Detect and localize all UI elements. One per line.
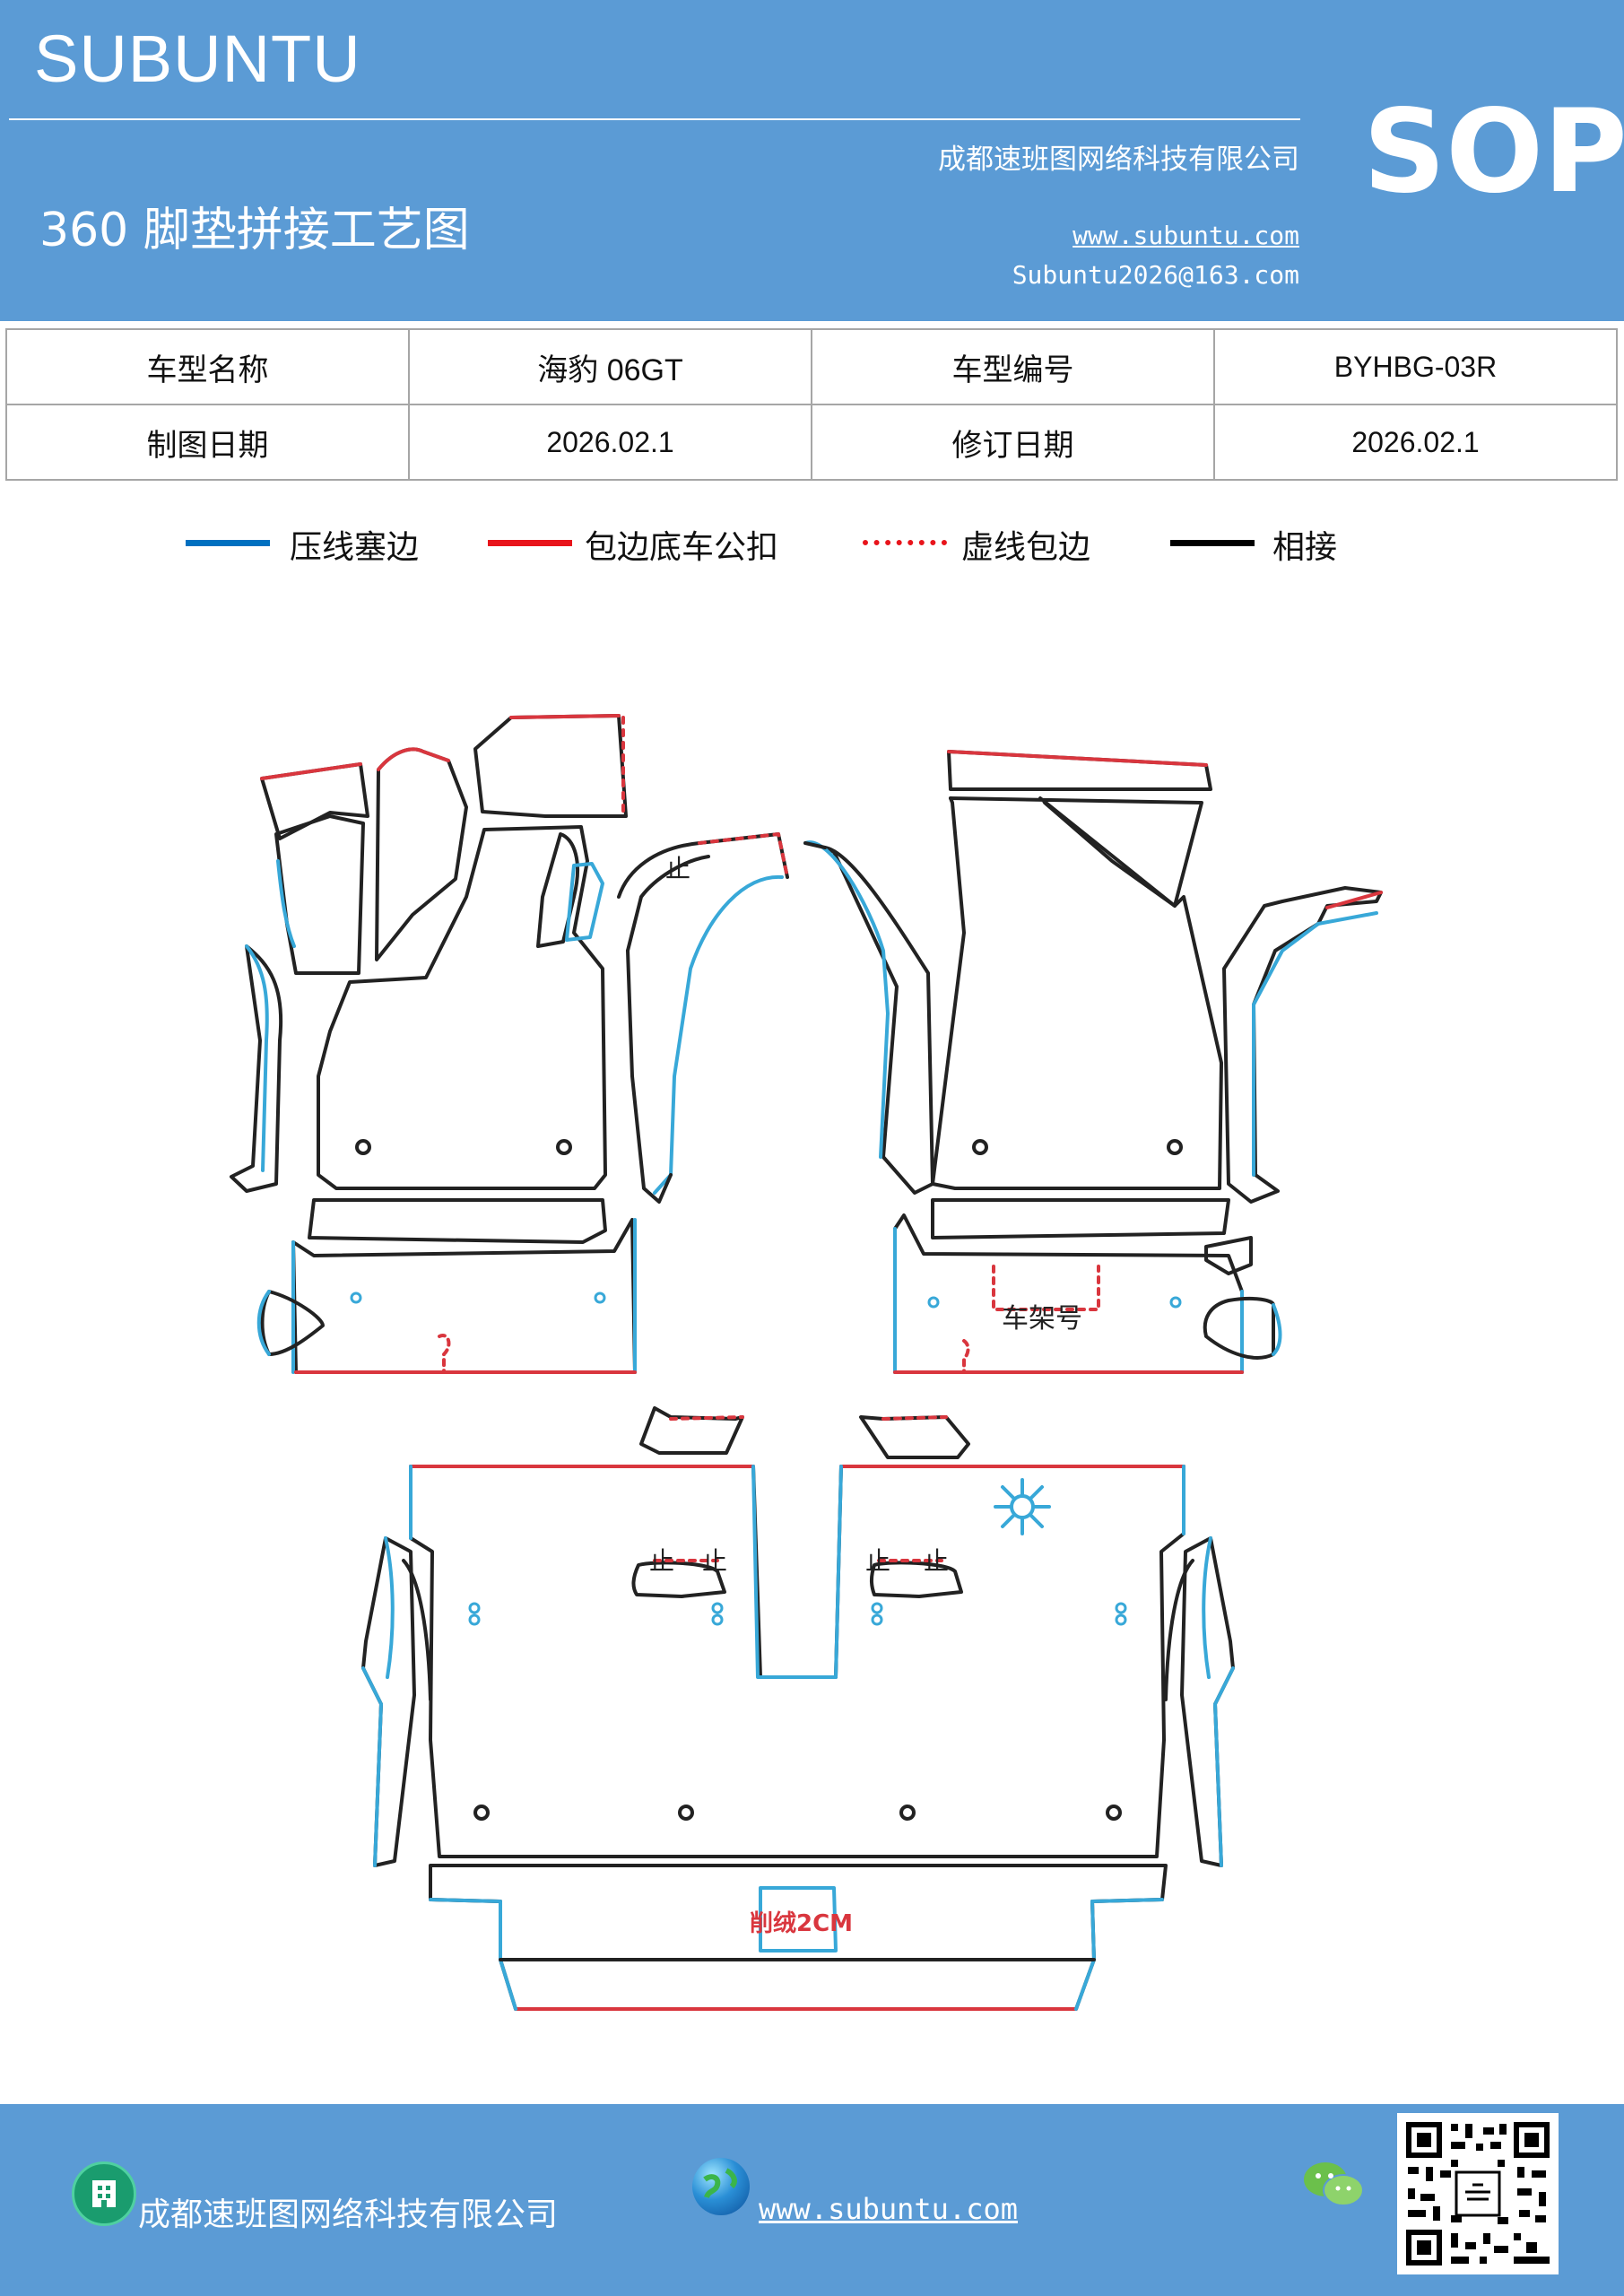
building-icon bbox=[72, 2161, 136, 2226]
footer-website-link[interactable]: www.subuntu.com bbox=[759, 2192, 1018, 2226]
header-banner: SUBUNTU 成都速班图网络科技有限公司 360 脚垫拼接工艺图 www.su… bbox=[0, 0, 1624, 321]
website-link[interactable]: www.subuntu.com bbox=[1073, 221, 1299, 250]
email-address: Subuntu2026@163.com bbox=[1012, 260, 1299, 290]
draw-date-label: 制图日期 bbox=[5, 404, 410, 481]
wechat-icon[interactable] bbox=[1300, 2158, 1367, 2212]
qr-code-glyph bbox=[1406, 2122, 1550, 2266]
legend-label: 压线塞边 bbox=[290, 529, 420, 566]
svg-text:止: 止 bbox=[702, 1546, 727, 1576]
trim-label: 削绒2CM bbox=[750, 1910, 854, 1937]
revision-date-label: 修订日期 bbox=[811, 404, 1215, 481]
brand-name: SUBUNTU bbox=[34, 22, 361, 96]
legend-label: 虚线包边 bbox=[961, 529, 1091, 566]
floor-mat-diagram: 止 bbox=[0, 628, 1624, 2063]
model-code-value: BYHBG-03R bbox=[1213, 328, 1618, 405]
vehicle-info-table: 车型名称 海豹 06GT 车型编号 BYHBG-03R 制图日期 2026.02… bbox=[5, 328, 1618, 481]
model-code-label: 车型编号 bbox=[811, 328, 1215, 405]
snowflake-icon bbox=[994, 1478, 1051, 1535]
rear-mat: 止 止 止 止 bbox=[361, 1406, 1235, 2011]
line-legend: 压线塞边 包边底车公扣 虚线包边 相接 bbox=[0, 527, 1624, 572]
header-divider bbox=[9, 118, 1300, 120]
globe-icon bbox=[692, 2158, 750, 2215]
footer-banner: 成都速班图网络科技有限公司 www.subuntu.com bbox=[0, 2104, 1624, 2296]
company-name: 成都速班图网络科技有限公司 bbox=[938, 144, 1299, 176]
svg-text:止: 止 bbox=[924, 1546, 949, 1576]
svg-text:止: 止 bbox=[865, 1546, 890, 1576]
footer-company-name: 成都速班图网络科技有限公司 bbox=[138, 2196, 559, 2233]
mat-drawing: 止 bbox=[230, 714, 1383, 2011]
right-front-mat bbox=[803, 750, 1383, 1374]
revision-date-value: 2026.02.1 bbox=[1213, 404, 1618, 481]
legend-swatch-black bbox=[1170, 540, 1255, 546]
table-row: 车型名称 海豹 06GT 车型编号 BYHBG-03R bbox=[5, 328, 1618, 405]
qr-code bbox=[1397, 2113, 1559, 2274]
sop-badge: SOP bbox=[1363, 85, 1624, 219]
legend-swatch-blue bbox=[186, 540, 270, 546]
draw-date-value: 2026.02.1 bbox=[408, 404, 812, 481]
vin-label: 车架号 bbox=[1002, 1303, 1082, 1335]
legend-label: 包边底车公扣 bbox=[585, 529, 779, 566]
document-title: 360 脚垫拼接工艺图 bbox=[39, 204, 470, 257]
model-name-value: 海豹 06GT bbox=[408, 328, 812, 405]
svg-text:止: 止 bbox=[649, 1546, 674, 1576]
legend-swatch-red bbox=[488, 540, 572, 546]
model-name-label: 车型名称 bbox=[5, 328, 410, 405]
table-row: 制图日期 2026.02.1 修订日期 2026.02.1 bbox=[5, 404, 1618, 481]
building-icon-glyph bbox=[92, 2180, 116, 2207]
globe-icon-glyph bbox=[703, 2168, 737, 2199]
legend-swatch-dotted bbox=[863, 540, 947, 545]
left-front-mat: 止 bbox=[230, 714, 789, 1374]
legend-label: 相接 bbox=[1272, 529, 1338, 566]
svg-text:止: 止 bbox=[665, 854, 690, 883]
